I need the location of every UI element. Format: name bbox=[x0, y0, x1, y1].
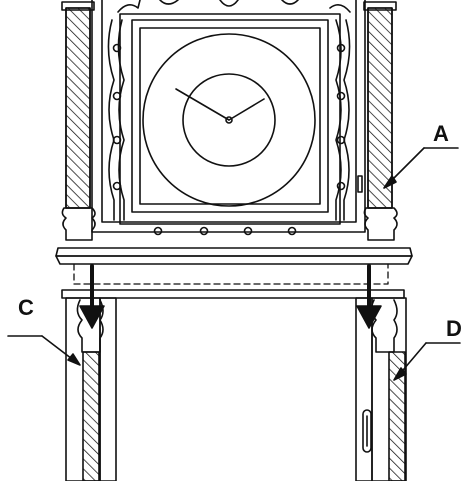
hour-hand bbox=[175, 88, 230, 121]
trunk-right-pillar bbox=[355, 297, 407, 481]
callout-label-d: D bbox=[446, 316, 462, 341]
callout-leader-c bbox=[7, 335, 81, 366]
placement-guide bbox=[73, 263, 389, 285]
callout-leader-a bbox=[383, 147, 459, 189]
callout-leader-d bbox=[393, 342, 461, 381]
hood-crest bbox=[117, 0, 351, 13]
minute-hand bbox=[228, 98, 265, 121]
hood-left-column bbox=[61, 1, 96, 241]
hood-outer-frame bbox=[91, 0, 366, 233]
dial-face bbox=[142, 33, 316, 207]
down-arrow-icon bbox=[79, 264, 105, 329]
dial-chapter-ring bbox=[182, 73, 276, 167]
callout-label-c: C bbox=[18, 295, 34, 320]
hood-right-column bbox=[357, 1, 398, 241]
down-arrow-icon bbox=[356, 264, 382, 329]
clock-hood bbox=[55, 0, 413, 265]
trunk-top-rim bbox=[61, 289, 405, 299]
left-beaded-trim bbox=[107, 19, 125, 221]
bottom-bead-row bbox=[153, 226, 297, 236]
trunk-left-pillar bbox=[65, 297, 117, 481]
dial-inner-square bbox=[139, 27, 321, 205]
callout-label-a: A bbox=[433, 121, 449, 146]
hood-base-lip bbox=[55, 255, 413, 265]
hood-base-moulding bbox=[55, 247, 413, 257]
dial-outer-square bbox=[131, 19, 329, 213]
hood-inner-frame bbox=[101, 0, 357, 223]
door-handle bbox=[362, 409, 372, 453]
hands-center-pin bbox=[225, 116, 233, 124]
right-beaded-trim bbox=[335, 19, 351, 221]
clock-trunk bbox=[61, 289, 407, 481]
